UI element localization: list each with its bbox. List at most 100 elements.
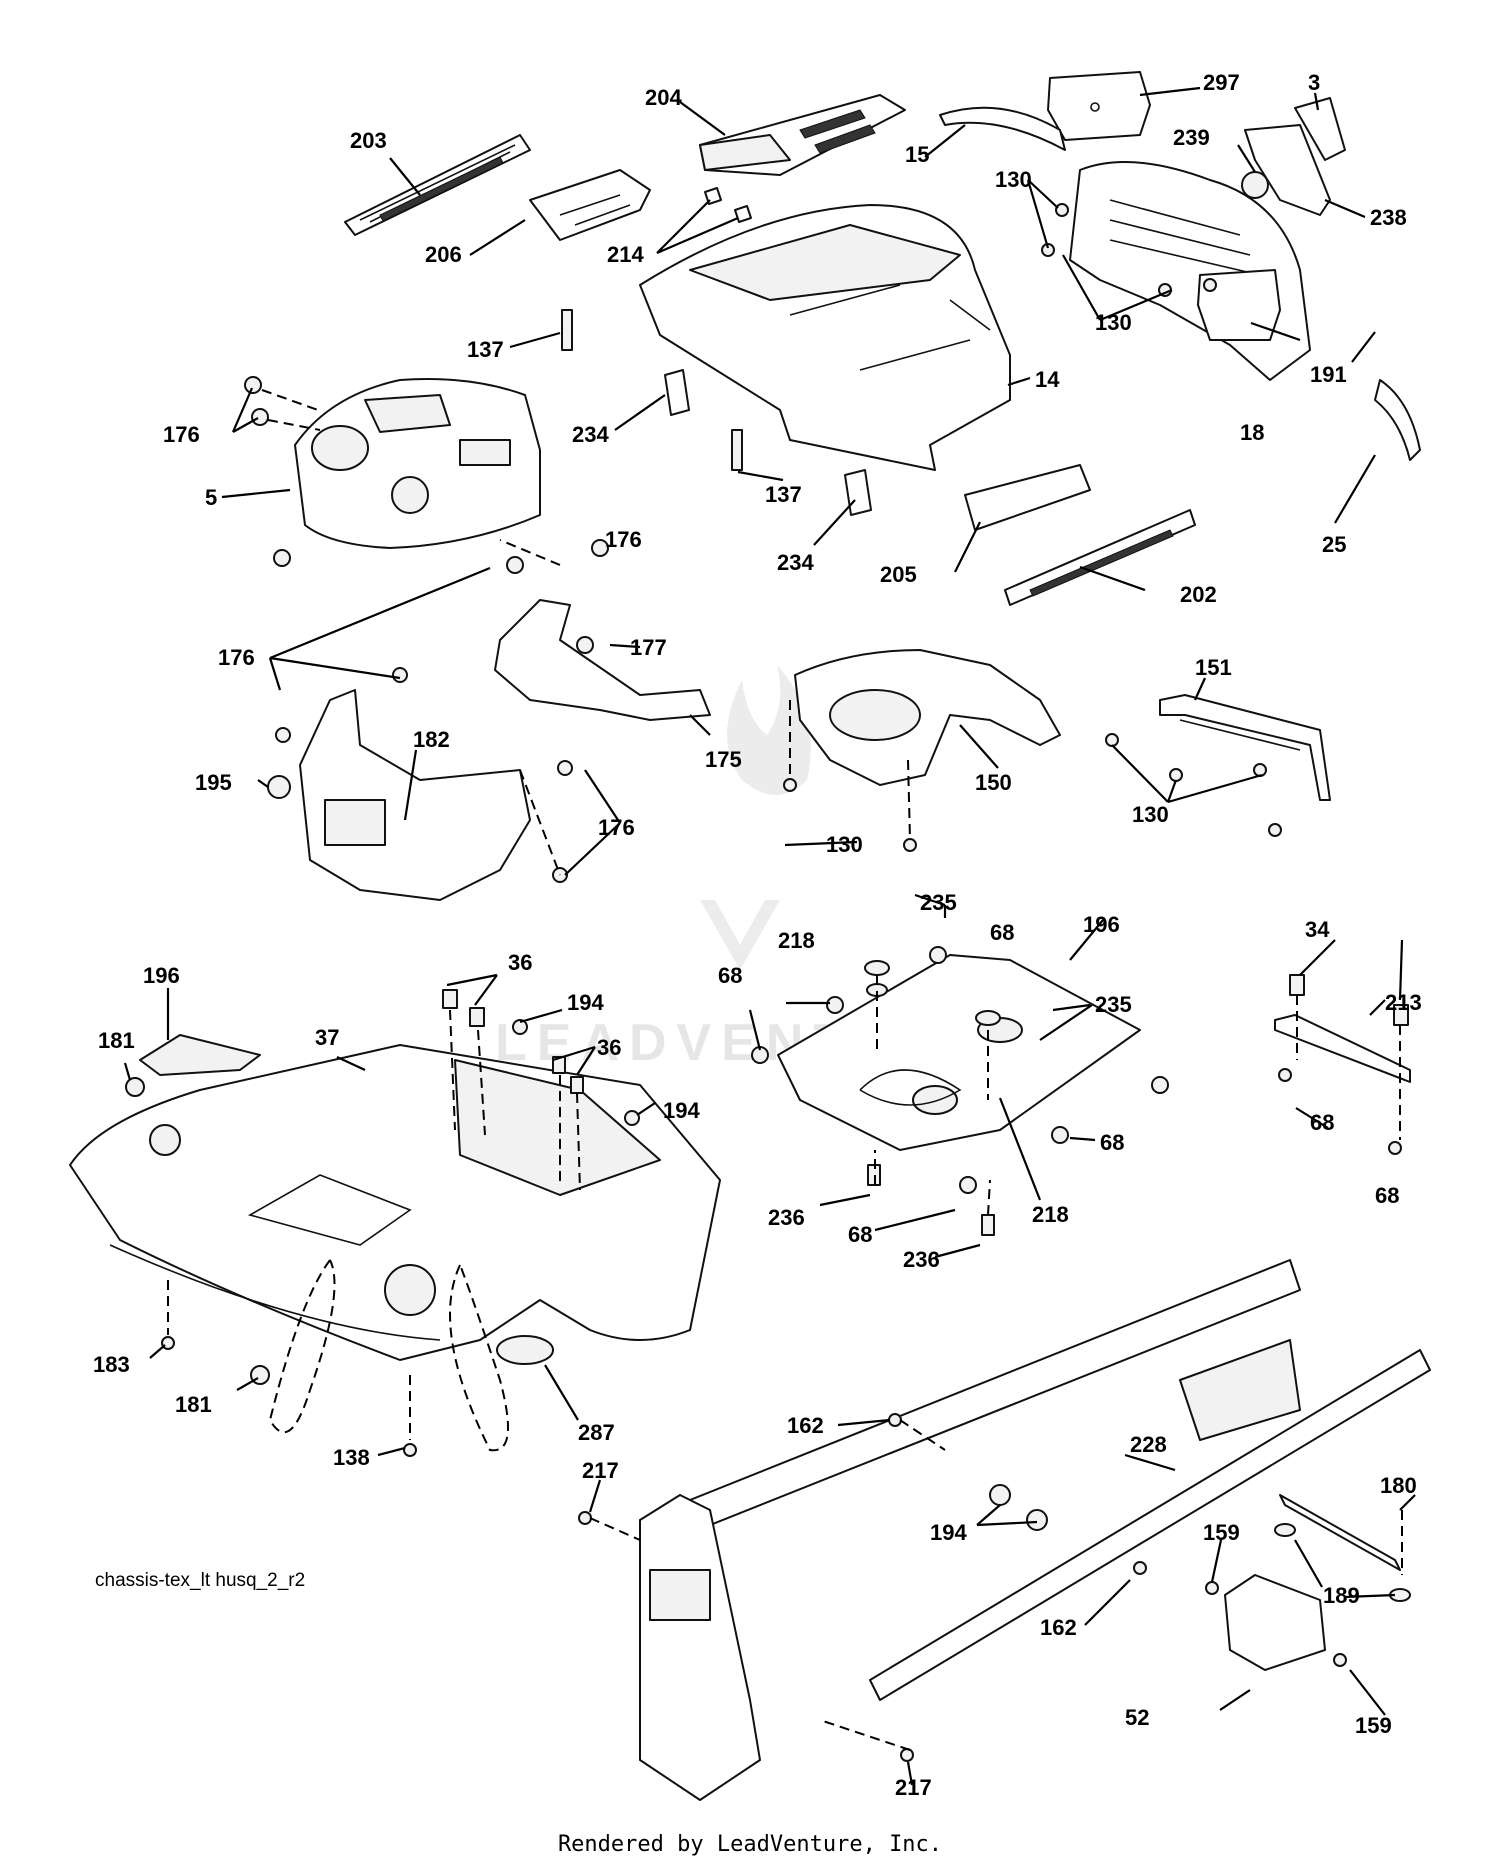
callout-213: 34: [1305, 917, 1330, 942]
callout-152: 52: [1125, 1705, 1149, 1730]
fasteners: [125, 203, 1409, 1762]
callout-194-right: 194: [663, 1098, 700, 1123]
callout-36-lower: 36: [597, 1035, 621, 1060]
callout-labels: 203 204 297 3 239 238 15 130 206 214 137…: [93, 70, 1422, 1800]
callout-235-lower: 235: [1095, 992, 1132, 1017]
diagram-id-label: chassis-tex_lt husq_2_r2: [95, 1570, 306, 1591]
part-52-upper: [1274, 1523, 1296, 1537]
part-14-hood: [639, 204, 1011, 471]
callout-189-lower: 159: [1355, 1713, 1392, 1738]
part-239-disc: [1241, 171, 1269, 199]
callout-15: 15: [905, 142, 929, 167]
callout-25: 25: [1322, 532, 1346, 557]
callout-177: 177: [630, 635, 667, 660]
callout-191: 191: [1310, 362, 1347, 387]
part-218-bar: [1274, 1014, 1411, 1083]
callout-206: 206: [425, 242, 462, 267]
callout-228-lower: 162: [1040, 1615, 1077, 1640]
callout-202: 202: [1180, 582, 1217, 607]
part-5-dash-panel: [294, 378, 541, 549]
part-150-shroud: [794, 649, 1061, 786]
callout-130-grille: 130: [1095, 310, 1132, 335]
callout-68-bottom: 68: [848, 1222, 872, 1247]
callout-18: 18: [1240, 420, 1264, 445]
callout-176-left: 176: [218, 645, 255, 670]
part-205-vent: [964, 464, 1091, 531]
callout-176-top: 176: [163, 422, 200, 447]
part-152-shield: [1224, 1574, 1326, 1671]
part-3-bracket: [1294, 97, 1346, 161]
callout-194-upper: 194: [567, 990, 604, 1015]
callout-138: 287: [578, 1420, 615, 1445]
rendered-by-footer: Rendered by LeadVenture, Inc.: [557, 1832, 943, 1857]
callout-34: 196: [1083, 912, 1120, 937]
callout-218: 213: [1385, 990, 1422, 1015]
part-203-vent-strip: [344, 134, 531, 236]
part-235-upper: [864, 960, 890, 976]
callout-180: 228: [1130, 1432, 1167, 1457]
callout-183-bottom: 236: [903, 1247, 940, 1272]
callout-196: 196: [143, 963, 180, 988]
part-137-upper: [561, 309, 573, 351]
callout-176-lower: 176: [598, 815, 635, 840]
callout-194-frame: 194: [930, 1520, 967, 1545]
callout-68-left: 68: [718, 963, 742, 988]
callout-68-top: 68: [990, 920, 1014, 945]
part-191-block: [1197, 269, 1281, 341]
callout-159-upper: 217: [582, 1458, 619, 1483]
part-204-top-cover: [699, 94, 906, 176]
callout-5: 5: [205, 485, 217, 510]
callout-181-upper: 181: [98, 1028, 135, 1053]
callout-130-shroud: 130: [826, 832, 863, 857]
part-182-lower-dash: [299, 689, 531, 901]
callout-176-right: 176: [605, 527, 642, 552]
part-238-panel: [1244, 124, 1331, 216]
callout-228-upper: 162: [787, 1413, 824, 1438]
callout-236-lower: 218: [1032, 1202, 1069, 1227]
callout-205: 205: [880, 562, 917, 587]
callout-287: 183: [93, 1352, 130, 1377]
part-214-clip-b: [734, 205, 752, 223]
callout-137-upper: 137: [467, 337, 504, 362]
part-138-grommet: [496, 1335, 554, 1365]
assembly-dash-lines: [167, 389, 1403, 1751]
callout-238: 238: [1370, 205, 1407, 230]
callout-150: 150: [975, 770, 1012, 795]
callout-236-upper: 218: [778, 928, 815, 953]
callout-239: 239: [1173, 125, 1210, 150]
callout-297: 297: [1203, 70, 1240, 95]
part-234-upper: [664, 369, 690, 416]
callout-151: 151: [1195, 655, 1232, 680]
part-151-bracket: [1159, 694, 1331, 801]
part-195-plug: [267, 775, 291, 799]
callout-68-plate-right: 68: [1100, 1130, 1124, 1155]
callout-234-lower: 234: [777, 550, 814, 575]
part-217-rod: [1279, 1494, 1401, 1571]
part-34-plate: [777, 954, 1141, 1151]
callout-36-upper: 36: [508, 950, 532, 975]
callout-235-upper: 235: [920, 890, 957, 915]
callout-204: 204: [645, 85, 682, 110]
callout-68-bar-right: 68: [1375, 1183, 1399, 1208]
callout-130-hood: 130: [995, 167, 1032, 192]
callout-37: 37: [315, 1025, 339, 1050]
callout-234-upper: 234: [572, 422, 609, 447]
callout-175: 175: [705, 747, 742, 772]
part-175-bracket: [494, 599, 711, 721]
leader-lines: [123, 86, 1416, 1786]
part-196-emblem: [139, 1034, 261, 1076]
part-202-vent: [1004, 509, 1196, 606]
callout-130-bracket: 130: [1132, 802, 1169, 827]
callout-195: 195: [195, 770, 232, 795]
callout-181-lower: 181: [175, 1392, 212, 1417]
callout-52: 189: [1323, 1583, 1360, 1608]
callout-189-upper: 159: [1203, 1520, 1240, 1545]
callout-182: 182: [413, 727, 450, 752]
callout-183-left: 236: [768, 1205, 805, 1230]
callout-3: 3: [1308, 70, 1320, 95]
part-137-lower: [731, 429, 743, 471]
part-206-air-guide: [529, 169, 651, 241]
callout-14: 14: [1035, 367, 1060, 392]
callout-214: 214: [607, 242, 644, 267]
